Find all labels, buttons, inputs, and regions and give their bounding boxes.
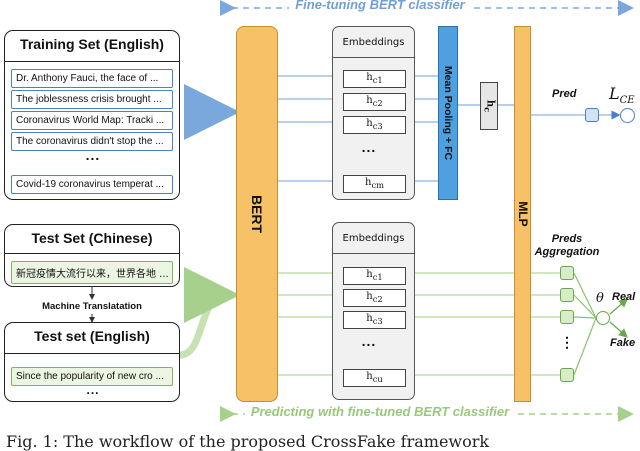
embeddings-bottom-title: Embeddings	[342, 233, 405, 244]
training-ellipsis: ...	[85, 147, 101, 163]
embeddings-top-title: Embeddings	[342, 37, 405, 48]
machine-translation-label: Machine Translatation	[42, 301, 142, 312]
test-to-bert-arrow	[179, 267, 240, 359]
banner-bottom: Predicting with fine-tuned BERT classifi…	[244, 404, 516, 419]
training-sentence: The coronavirus didn't stop the ...	[11, 132, 173, 151]
training-sentence: Covid-19 coronavirus temperat ...	[11, 175, 173, 194]
pred-label: Pred	[552, 88, 577, 100]
test-english-ellipsis: ...	[86, 383, 100, 397]
preds-aggregation-label: Preds Aggregation	[534, 233, 600, 258]
embedding-token: hcu	[343, 369, 406, 387]
embedding-token: hc1	[343, 267, 406, 285]
agg-ellipsis: ⋮	[560, 334, 574, 350]
embedding-token: hc3	[343, 311, 406, 329]
embeddings-bottom-ellipsis: ...	[361, 333, 377, 349]
training-sentence: Coronavirus World Map: Tracki ...	[11, 111, 173, 130]
aggregation-node	[596, 311, 610, 325]
loss-label: LCE	[609, 84, 635, 107]
agg-pred-node	[560, 288, 574, 302]
embedding-token: hcm	[343, 175, 406, 193]
test-set-english-panel: Test set (English) Since the popularity …	[4, 322, 180, 402]
mean-pooling-label: Mean Pooling + FC	[442, 65, 454, 161]
embeddings-bottom-panel: Embeddings hc1 hc2 hc3 ... hcu	[332, 222, 415, 400]
embedding-token: hc2	[343, 289, 406, 307]
embeddings-top-panel: Embeddings hc1 hc2 hc3 ... hcm	[332, 26, 415, 200]
mlp-block: MLP	[514, 26, 531, 402]
hc-vector: hc	[480, 82, 498, 130]
hc-label: hc	[482, 99, 496, 113]
figure-caption: Fig. 1: The workflow of the proposed Cro…	[6, 432, 490, 451]
fake-label: Fake	[610, 337, 636, 349]
bert-label: BERT	[249, 194, 265, 234]
agg-pred-node	[560, 310, 574, 324]
agg-pred-node	[560, 266, 574, 280]
embeddings-top-ellipsis: ...	[361, 139, 377, 155]
test-chinese-sentence: 新冠疫情大流行以来，世界各地 ...	[11, 261, 173, 284]
embedding-token: hc1	[343, 70, 406, 88]
mean-pooling-block: Mean Pooling + FC	[438, 26, 458, 200]
banner-top: Fine-tuning BERT classifier	[289, 0, 471, 12]
mlp-label: MLP	[515, 201, 530, 227]
test-english-sentence: Since the popularity of new cro ...	[11, 367, 173, 386]
training-sentence: The joblessness crisis brought ...	[11, 90, 173, 109]
training-set-panel: Training Set (English) Dr. Anthony Fauci…	[4, 30, 180, 200]
test-set-chinese-title: Test Set (Chinese)	[31, 230, 153, 246]
pred-node	[585, 108, 599, 122]
training-sentence: Dr. Anthony Fauci, the face of ...	[11, 69, 173, 88]
embedding-token: hc2	[343, 93, 406, 111]
training-set-title: Training Set (English)	[20, 36, 164, 52]
loss-node	[620, 108, 635, 123]
embedding-token: hc3	[343, 116, 406, 134]
agg-pred-node	[560, 368, 574, 382]
test-set-chinese-panel: Test Set (Chinese) 新冠疫情大流行以来，世界各地 ...	[4, 224, 180, 287]
real-label: Real	[612, 291, 636, 303]
test-set-english-title: Test set (English)	[34, 328, 150, 344]
bert-block: BERT	[236, 26, 278, 402]
theta-label: θ	[596, 291, 604, 306]
